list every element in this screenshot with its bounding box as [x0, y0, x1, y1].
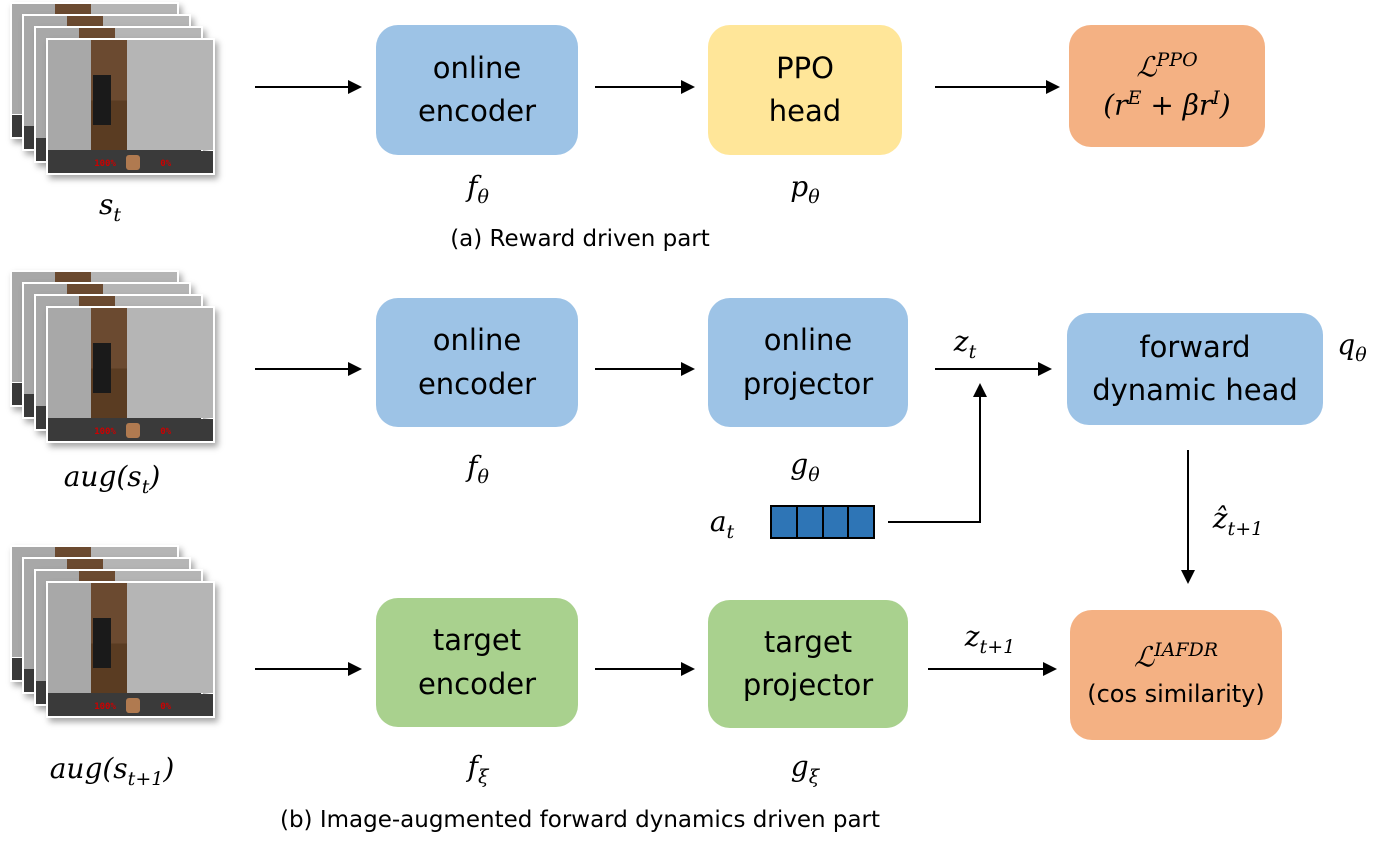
online-encoder-symbol: fθ — [467, 170, 489, 208]
caption-a: (a) Reward driven part — [450, 226, 710, 252]
arrow — [595, 662, 695, 676]
game-frame: 100%0% — [46, 306, 215, 443]
action-label: at — [709, 505, 735, 543]
ppo-head-symbol: pθ — [790, 170, 820, 208]
state-label: st — [98, 188, 122, 226]
augmented-state-label: aug(st) — [63, 460, 161, 498]
z-t-label: zt — [953, 325, 977, 363]
arrow — [595, 362, 695, 376]
state-frame-stack: 100%0% — [0, 0, 215, 175]
arrow-down — [1181, 450, 1195, 584]
z-hat-label: ẑt+1 — [1212, 502, 1264, 540]
augmented-state-frame-stack: 100%0% — [0, 268, 215, 443]
arrow — [595, 80, 695, 94]
arrow — [255, 662, 362, 676]
forward-head-symbol: qθ — [1337, 328, 1367, 366]
online-encoder-symbol: fθ — [467, 450, 489, 488]
cos-similarity-label: (cos similarity) — [1087, 680, 1265, 709]
caption-b: (b) Image-augmented forward dynamics dri… — [279, 807, 881, 833]
action-vector — [770, 505, 875, 539]
iafdr-loss-box: ℒIAFDR (cos similarity) — [1070, 610, 1282, 740]
target-encoder-symbol: fξ — [467, 750, 489, 788]
arrow-up — [973, 383, 987, 523]
target-projector-symbol: gξ — [790, 750, 820, 788]
arrow — [935, 362, 1052, 376]
augmented-next-state-label: aug(st+1) — [49, 752, 175, 790]
arrow — [255, 80, 362, 94]
online-projector-symbol: gθ — [790, 448, 820, 486]
connector-line — [888, 521, 981, 523]
game-frame: 100%0% — [46, 38, 215, 175]
arrow — [935, 80, 1060, 94]
arrow — [255, 362, 362, 376]
z-t1-label: zt+1 — [964, 620, 1016, 658]
ppo-loss-box: ℒPPO (rE + βrI) — [1069, 25, 1265, 147]
arrow — [928, 662, 1057, 676]
game-frame: 100%0% — [46, 581, 215, 718]
augmented-next-state-frame-stack: 100%0% — [0, 543, 215, 718]
